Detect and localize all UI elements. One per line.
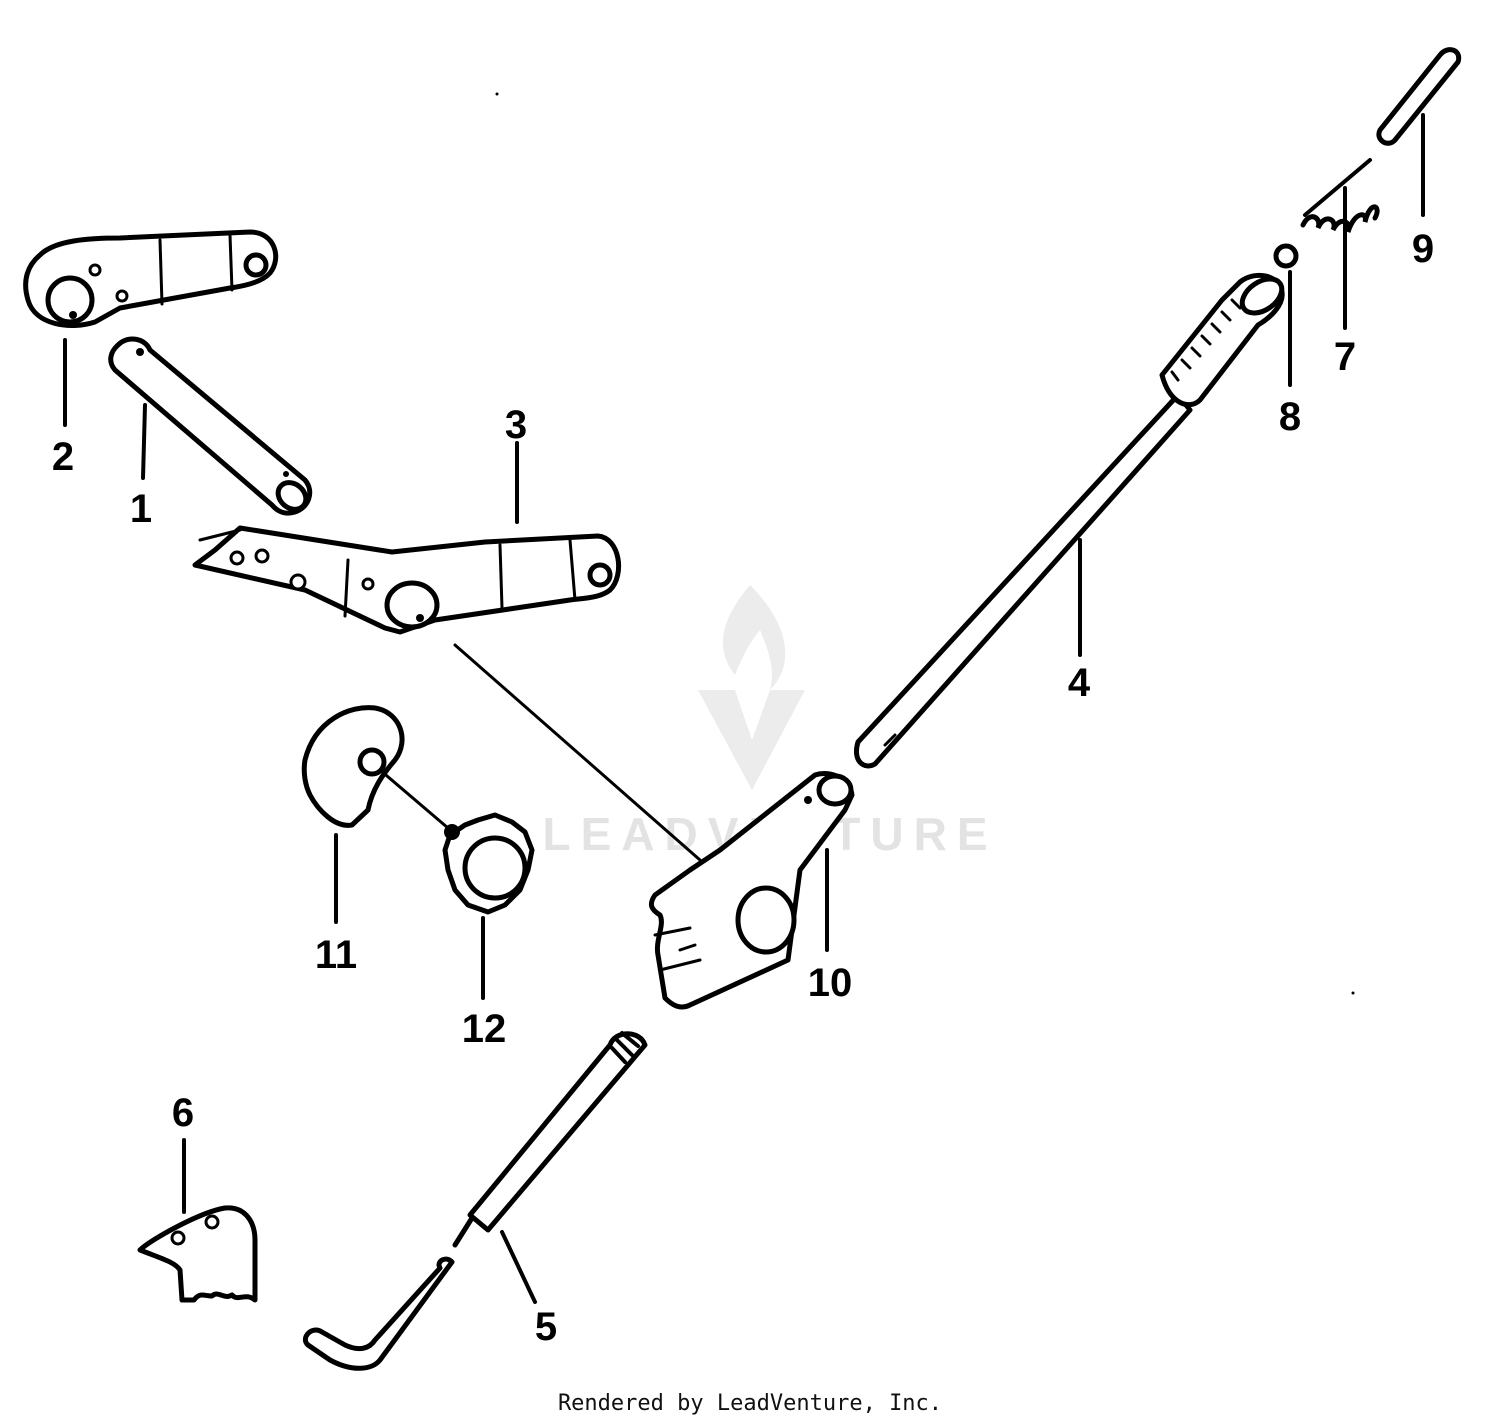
callout-2: 2	[52, 338, 74, 479]
callout-3: 3	[505, 403, 527, 524]
callout-5: 5	[500, 1230, 557, 1349]
part-5-lower-rod	[302, 1031, 648, 1371]
callout-11: 11	[315, 833, 357, 977]
callout-10: 10	[808, 848, 853, 1005]
part-6-toothed-bracket	[137, 1205, 258, 1303]
callout-1: 1	[130, 403, 152, 531]
callout-12: 12	[462, 916, 507, 1051]
part-1-shaft	[108, 336, 313, 516]
part-2-lever-arm	[23, 229, 279, 328]
callout-8: 8	[1279, 270, 1301, 439]
speck	[495, 92, 499, 96]
part-7-spring	[1300, 158, 1380, 233]
callout-4: 4	[1068, 538, 1091, 705]
callout-label: 8	[1279, 395, 1301, 439]
callout-9: 9	[1412, 113, 1434, 271]
part-9-pin	[1376, 47, 1462, 146]
speck	[1351, 991, 1355, 995]
callout-label: 6	[172, 1091, 194, 1135]
callout-6: 6	[172, 1091, 194, 1214]
callout-label: 12	[462, 1007, 507, 1051]
callout-7: 7	[1334, 186, 1356, 379]
part-11-cam-plate	[301, 705, 450, 830]
part-8-washer	[1273, 243, 1299, 269]
part-3-bracket-arm	[192, 525, 702, 862]
callout-label: 1	[130, 487, 152, 531]
callout-label: 5	[535, 1305, 557, 1349]
callout-label: 4	[1068, 661, 1091, 705]
footer-credit: Rendered by LeadVenture, Inc.	[557, 1391, 943, 1416]
callout-label: 2	[52, 435, 74, 479]
callout-label: 11	[315, 933, 357, 977]
callout-label: 3	[505, 403, 527, 447]
callout-label: 9	[1412, 227, 1434, 271]
part-4-lever-rod	[854, 272, 1285, 769]
part-12-knob	[442, 812, 535, 915]
callout-label: 10	[808, 961, 853, 1005]
part-10-pivot-block	[648, 771, 855, 1010]
callout-label: 7	[1334, 335, 1356, 379]
